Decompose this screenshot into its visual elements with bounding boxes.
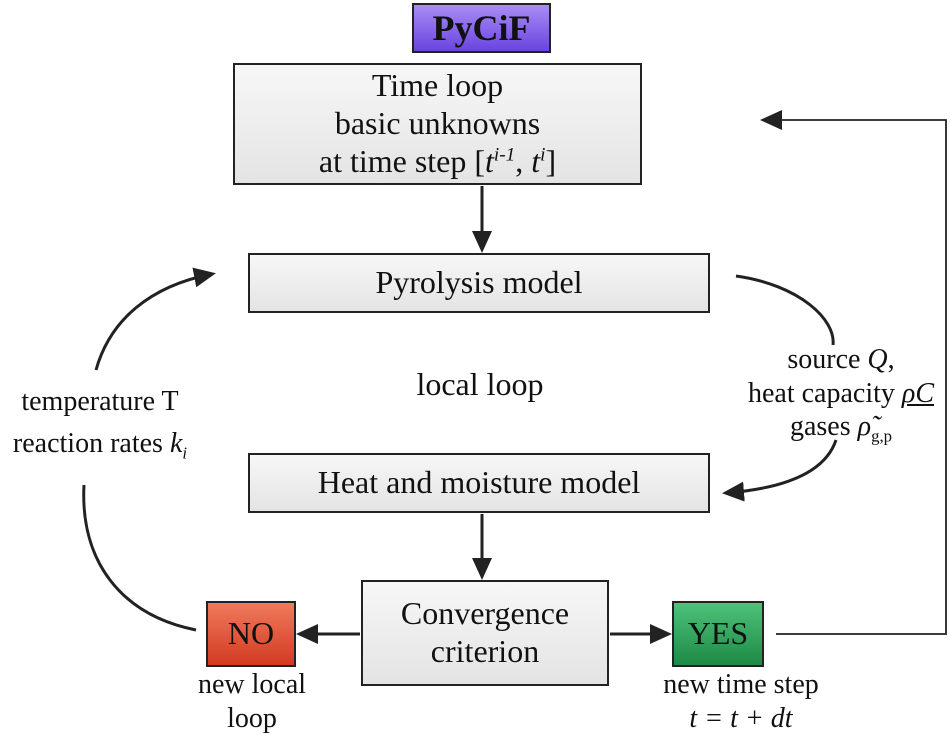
- no-label: NO: [227, 615, 275, 652]
- yes-caption-line2: t = t + dt: [689, 702, 793, 734]
- time-step-sep: ,: [515, 142, 532, 179]
- t-superscript-current: i: [540, 144, 546, 166]
- arrow-loop-to-pyrolysis: [94, 267, 216, 371]
- no-caption-line1: new local: [197, 669, 307, 700]
- heat-capacity-prefix: heat capacity: [747, 377, 902, 409]
- arrow-pyrolysis-to-heat: [735, 274, 835, 346]
- time-step-label: at time step [ti-1, ti]: [319, 143, 556, 181]
- time-step-suffix: ]: [545, 142, 557, 179]
- source-prefix: source: [787, 344, 868, 375]
- time-loop-box: Time loop basic unknowns at time step [t…: [233, 63, 642, 185]
- pycif-badge: PyCiF: [412, 3, 551, 53]
- source-suffix: ,: [887, 344, 895, 375]
- right-notes: source Q, heat capacity ρC gases ρ̃g,p: [736, 343, 946, 447]
- rho-symbol: ρ̃: [857, 411, 872, 443]
- temperature-note: temperature T: [21, 386, 179, 417]
- no-caption-line2: loop: [227, 702, 277, 734]
- convergence-criterion-box: Convergence criterion: [361, 580, 609, 686]
- pycif-badge-label: PyCiF: [432, 8, 531, 48]
- t-symbol-current: t: [531, 142, 541, 179]
- rho-subscript: g,p: [871, 426, 893, 446]
- gases-note: gases ρ̃g,p: [736, 410, 946, 447]
- t-symbol: t: [485, 142, 494, 179]
- time-loop-title: Time loop: [371, 67, 504, 104]
- arrow-yes-to-time-loop: [760, 110, 947, 635]
- time-step-prefix: at time step [: [318, 142, 486, 179]
- yes-label: YES: [687, 615, 749, 652]
- pyrolysis-model-label: Pyrolysis model: [375, 264, 583, 301]
- arrow-pyrolysis-to-heat-lower: [722, 439, 838, 502]
- k-subscript: i: [182, 443, 188, 463]
- yes-caption-line1: new time step: [663, 669, 819, 700]
- convergence-line2: criterion: [430, 633, 540, 669]
- time-loop-subtitle: basic unknowns: [334, 105, 541, 142]
- local-loop-label: local loop: [416, 366, 544, 402]
- convergence-line1: Convergence: [400, 595, 570, 632]
- gases-prefix: gases: [789, 411, 858, 443]
- yes-caption: new time step t = t + dt: [636, 668, 846, 735]
- pyrolysis-model-box: Pyrolysis model: [248, 253, 710, 313]
- left-notes: temperature T reaction rates ki: [0, 385, 200, 463]
- k-symbol: k: [169, 427, 183, 459]
- rhoc-symbol: ρC: [901, 377, 935, 409]
- no-box: NO: [206, 601, 296, 667]
- t-superscript-prev: i-1: [493, 144, 516, 166]
- heat-moisture-model-box: Heat and moisture model: [248, 453, 710, 513]
- no-caption: new local loop: [172, 668, 332, 735]
- heat-moisture-model-label: Heat and moisture model: [317, 464, 641, 501]
- yes-box: YES: [672, 601, 764, 667]
- source-note: source Q,: [736, 343, 946, 377]
- reaction-rates-note: reaction rates ki: [0, 427, 200, 464]
- q-symbol: Q: [867, 344, 888, 375]
- arrow-no-to-loop: [82, 484, 197, 632]
- heat-capacity-note: heat capacity ρC: [736, 377, 946, 411]
- reaction-rates-prefix: reaction rates: [12, 427, 170, 459]
